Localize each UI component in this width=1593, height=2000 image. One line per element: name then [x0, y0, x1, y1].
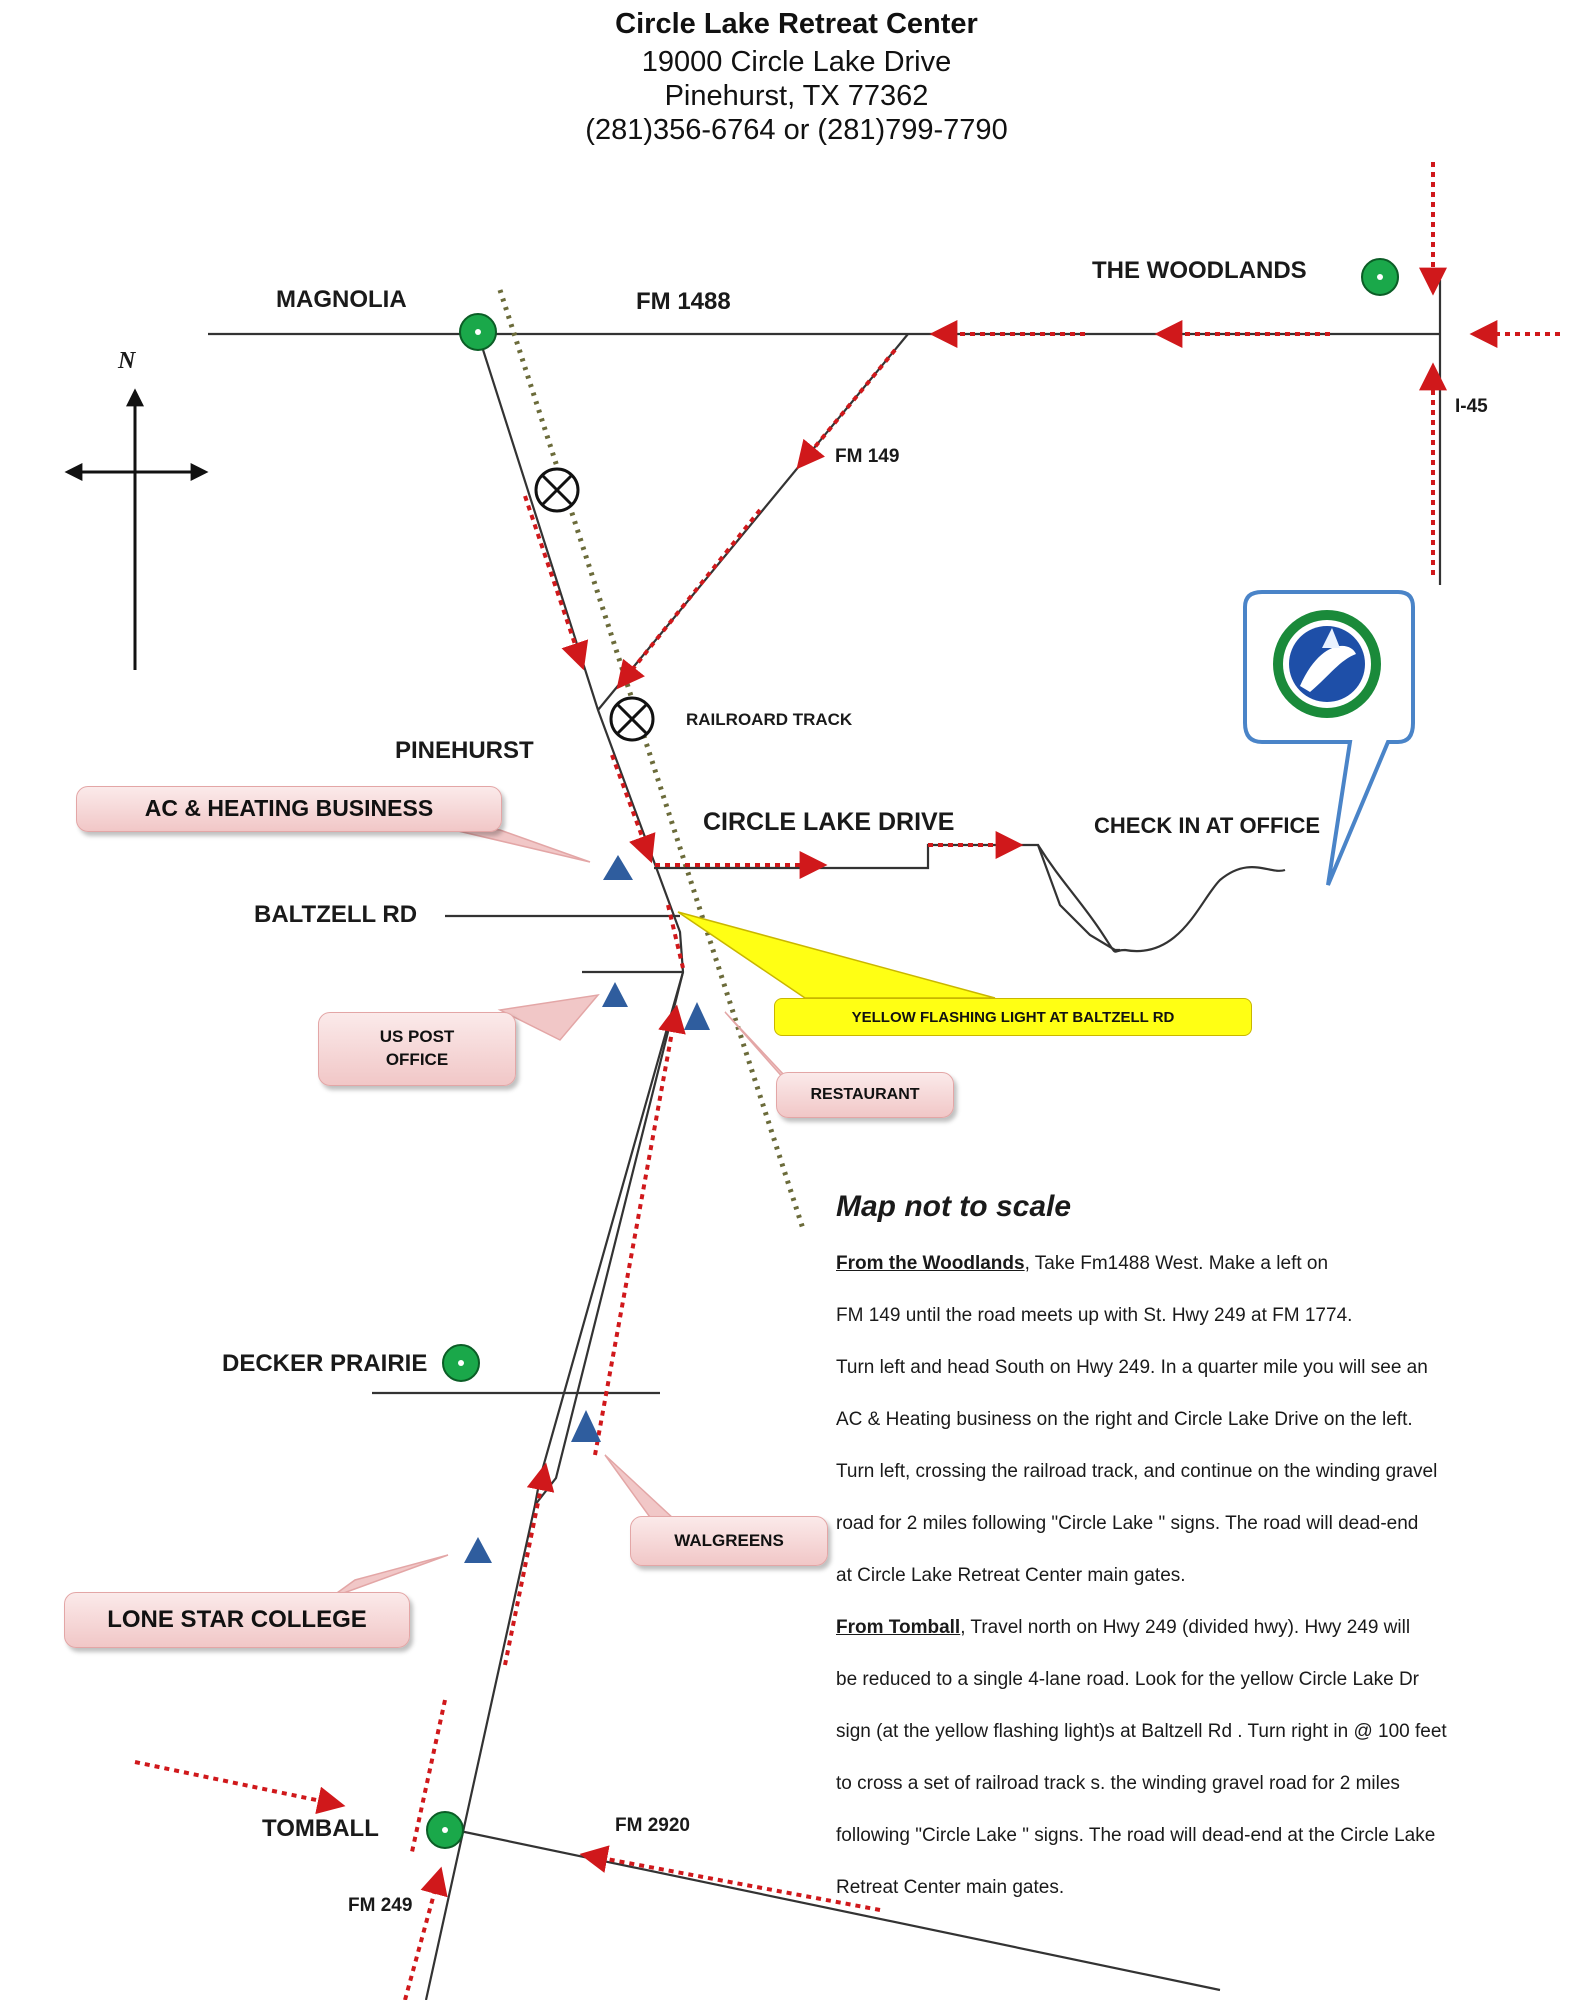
callout-lone-star-college: LONE STAR COLLEGE	[64, 1592, 410, 1648]
north-label: N	[118, 348, 136, 374]
retreat-logo-icon	[1273, 610, 1381, 718]
landmark-triangle-icon	[464, 855, 710, 1563]
tomball-heading: From Tomball	[836, 1617, 961, 1638]
directions-line: at Circle Lake Retreat Center main gates…	[836, 1565, 1186, 1586]
place-decker-prairie: DECKER PRAIRIE	[222, 1350, 428, 1377]
directions-text: , Travel north on Hwy 249 (divided hwy).…	[960, 1617, 1411, 1638]
town-marker-icon	[426, 1811, 464, 1849]
railroad-track	[497, 289, 807, 1233]
center-city: Pinehurst, TX 77362	[664, 80, 929, 112]
place-the-woodlands: THE WOODLANDS	[1092, 257, 1307, 284]
post-office-line-2: OFFICE	[385, 1050, 449, 1069]
center-phone: (281)356-6764 or (281)799-7790	[585, 114, 1008, 146]
road-fm249-label: FM 249	[348, 1895, 413, 1916]
road-fm149-label: FM 149	[835, 446, 900, 467]
town-marker-icon	[1361, 258, 1399, 296]
check-in-label: CHECK IN AT OFFICE	[1094, 813, 1321, 838]
directions-line: sign (at the yellow flashing light)s at …	[836, 1721, 1447, 1742]
directions-line: road for 2 miles following "Circle Lake …	[836, 1513, 1419, 1534]
directions-line: be reduced to a single 4-lane road. Look…	[836, 1669, 1419, 1690]
directions-line: following "Circle Lake " signs. The road…	[836, 1825, 1436, 1846]
road-circle-lake-drive-label: CIRCLE LAKE DRIVE	[703, 808, 955, 836]
callout-walgreens: WALGREENS	[630, 1516, 828, 1566]
callout-yellow-flashing-light: YELLOW FLASHING LIGHT AT BALTZELL RD	[774, 998, 1252, 1036]
place-tomball: TOMBALL	[262, 1815, 379, 1842]
callout-restaurant: RESTAURANT	[776, 1072, 954, 1118]
directions-line: Retreat Center main gates.	[836, 1877, 1065, 1898]
callout-post-office: US POST OFFICE	[318, 1012, 516, 1086]
directions-line: Turn left, crossing the railroad track, …	[836, 1461, 1438, 1482]
road-i45-label: I-45	[1455, 396, 1488, 417]
center-name: Circle Lake Retreat Center	[615, 8, 978, 40]
directions-line: to cross a set of railroad track s. the …	[836, 1773, 1400, 1794]
place-magnolia: MAGNOLIA	[276, 286, 407, 313]
railroad-crossing-icon	[534, 467, 580, 513]
directions-line: FM 149 until the road meets up with St. …	[836, 1305, 1353, 1326]
map-scale-note: Map not to scale	[836, 1190, 1072, 1223]
directions-panel: Map not to scale From the Woodlands, Tak…	[836, 1190, 1556, 1914]
town-marker-icon	[442, 1344, 480, 1382]
directions-line: Turn left and head South on Hwy 249. In …	[836, 1357, 1428, 1378]
directions-line: AC & Heating business on the right and C…	[836, 1409, 1413, 1430]
road-fm2920-label: FM 2920	[615, 1815, 690, 1836]
callout-tails	[329, 821, 801, 1599]
directions-text: , Take Fm1488 West. Make a left on	[1024, 1253, 1329, 1274]
center-address: 19000 Circle Lake Drive	[641, 46, 952, 78]
directions-line: From the Woodlands, Take Fm1488 West. Ma…	[836, 1238, 1556, 1290]
woodlands-heading: From the Woodlands	[836, 1253, 1025, 1274]
post-office-line-1: US POST	[379, 1027, 455, 1047]
callout-ac-heating: AC & HEATING BUSINESS	[76, 786, 502, 832]
route-arrows	[134, 162, 1560, 2000]
railroad-label: RAILROARD TRACK	[686, 710, 853, 729]
directions-line: From Tomball, Travel north on Hwy 249 (d…	[836, 1602, 1556, 1654]
compass-rose	[64, 388, 209, 670]
town-marker-icon	[459, 313, 497, 351]
railroad-crossing-icon	[609, 696, 655, 742]
road-baltzell-label: BALTZELL RD	[254, 901, 418, 928]
road-fm1488-label: FM 1488	[636, 288, 731, 315]
place-pinehurst: PINEHURST	[395, 737, 534, 764]
